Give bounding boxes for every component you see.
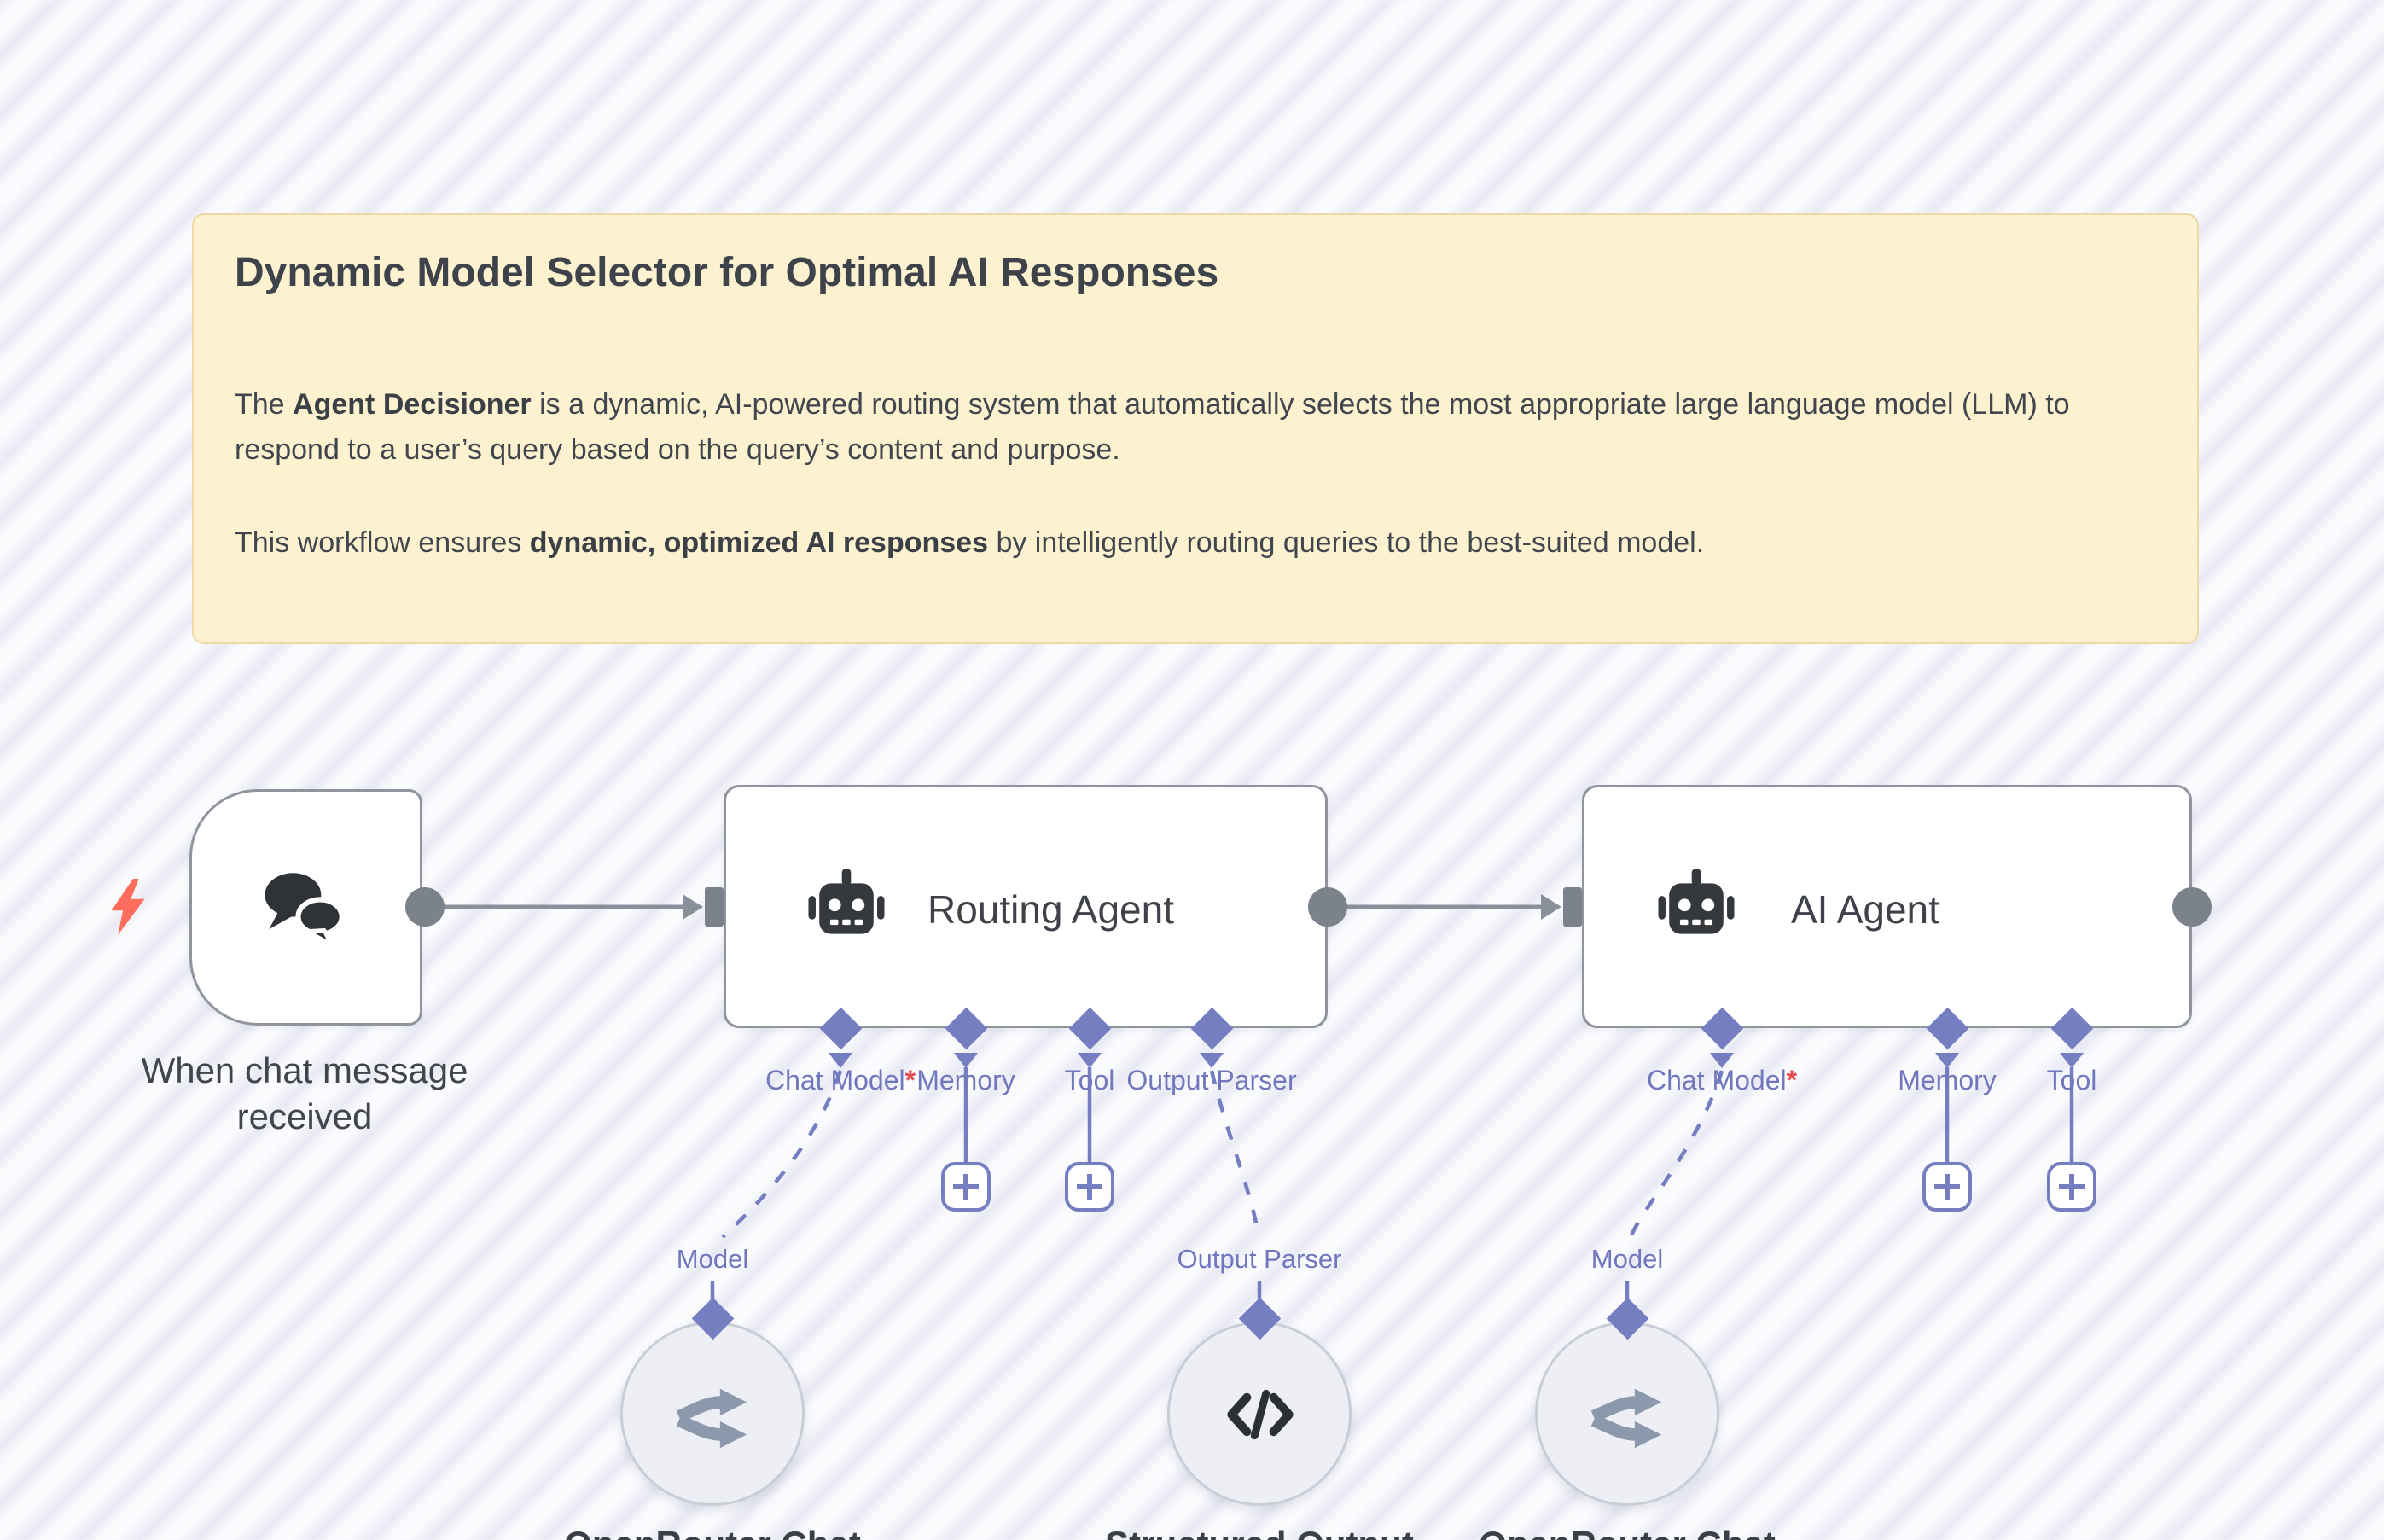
port-label-tool: Tool [1064,1065,1115,1095]
subnode-name-label: OpenRouter Chat [448,1524,977,1540]
ai-agent-input-port[interactable] [1563,887,1582,927]
dashed-outputparser-connection [1209,1070,1261,1238]
dashed-chatmodel-connection [721,1070,843,1239]
openrouter-icon [1580,1367,1676,1462]
node-routing-agent[interactable]: Routing Agent [724,785,1328,1028]
trigger-output-port[interactable] [405,887,445,927]
port-arrow [1710,1053,1734,1068]
paragraph-bold-text: dynamic, optimized AI responses [529,526,988,559]
add-memory-button[interactable] [941,1162,991,1212]
paragraph-text: The [235,388,294,421]
port-label-chat-model: Chat Model* [1594,1065,1850,1095]
edge-arrowhead [683,894,703,920]
port-arrow [2060,1053,2084,1068]
port-arrow [1078,1053,1102,1068]
paragraph-text: is a dynamic, AI-powered routing system … [235,388,2070,466]
port-label-text: Chat Model [765,1065,905,1095]
robot-icon [1651,863,1741,954]
routing-agent-input-port[interactable] [705,887,724,927]
subnode-port-label-output-parser: Output Parser [1177,1244,1342,1274]
port-label-memory: Memory [916,1065,1015,1095]
sticky-note[interactable]: Dynamic Model Selector for Optimal AI Re… [192,213,2199,644]
routing-agent-output-port[interactable] [1308,887,1347,927]
node-ai-agent[interactable]: AI Agent [1582,785,2192,1028]
code-brackets-icon [1212,1367,1308,1462]
robot-icon [801,863,892,954]
port-arrow [1935,1053,1959,1068]
sticky-note-title: Dynamic Model Selector for Optimal AI Re… [235,250,1219,295]
add-memory-button[interactable] [1922,1162,1972,1212]
subnode-port-label-model: Model [1590,1244,1664,1274]
port-label-output-parser: Output Parser [1126,1065,1297,1095]
sticky-note-paragraph-1: The Agent Decisioner is a dynamic, AI-po… [235,382,2095,473]
trigger-node-caption: When chat message received [141,1050,468,1136]
paragraph-text: by intelligently routing queries to the … [988,526,1705,559]
required-marker: * [904,1065,916,1095]
subnode-openrouter-chat[interactable] [620,1322,805,1506]
required-marker: * [1786,1065,1798,1095]
port-arrow [954,1053,978,1068]
port-arrow [1200,1053,1224,1068]
subnode-port-label-model: Model [676,1244,749,1274]
ai-agent-title: AI Agent [1791,887,1939,932]
subnode-openrouter-chat[interactable] [1535,1322,1719,1506]
port-label-tool: Tool [2046,1065,2097,1095]
dashed-chatmodel-connection [1628,1070,1724,1238]
add-tool-button[interactable] [1065,1162,1114,1212]
subnode-structured-output[interactable] [1167,1322,1352,1506]
openrouter-icon [666,1367,761,1462]
edge-arrowhead [1541,894,1561,920]
subnode-name-label: OpenRouter Chat [1363,1524,1892,1540]
sticky-note-paragraph-2: This workflow ensures dynamic, optimized… [235,520,2095,566]
ai-agent-output-port[interactable] [2172,887,2212,927]
node-when-chat-message-received[interactable] [189,789,422,1026]
add-tool-button[interactable] [2047,1162,2096,1212]
trigger-bolt-icon [111,879,145,935]
subnode-name-label: Structured Output [995,1524,1524,1540]
port-label-memory: Memory [1898,1065,1997,1095]
port-arrow [829,1053,852,1068]
paragraph-text: This workflow ensures [235,526,530,559]
paragraph-bold-text: Agent Decisioner [293,388,532,421]
port-label-text: Chat Model [1646,1065,1787,1095]
chat-bubbles-icon [253,857,358,962]
port-label-chat-model: Chat Model* [712,1065,968,1095]
routing-agent-title: Routing Agent [927,887,1175,932]
